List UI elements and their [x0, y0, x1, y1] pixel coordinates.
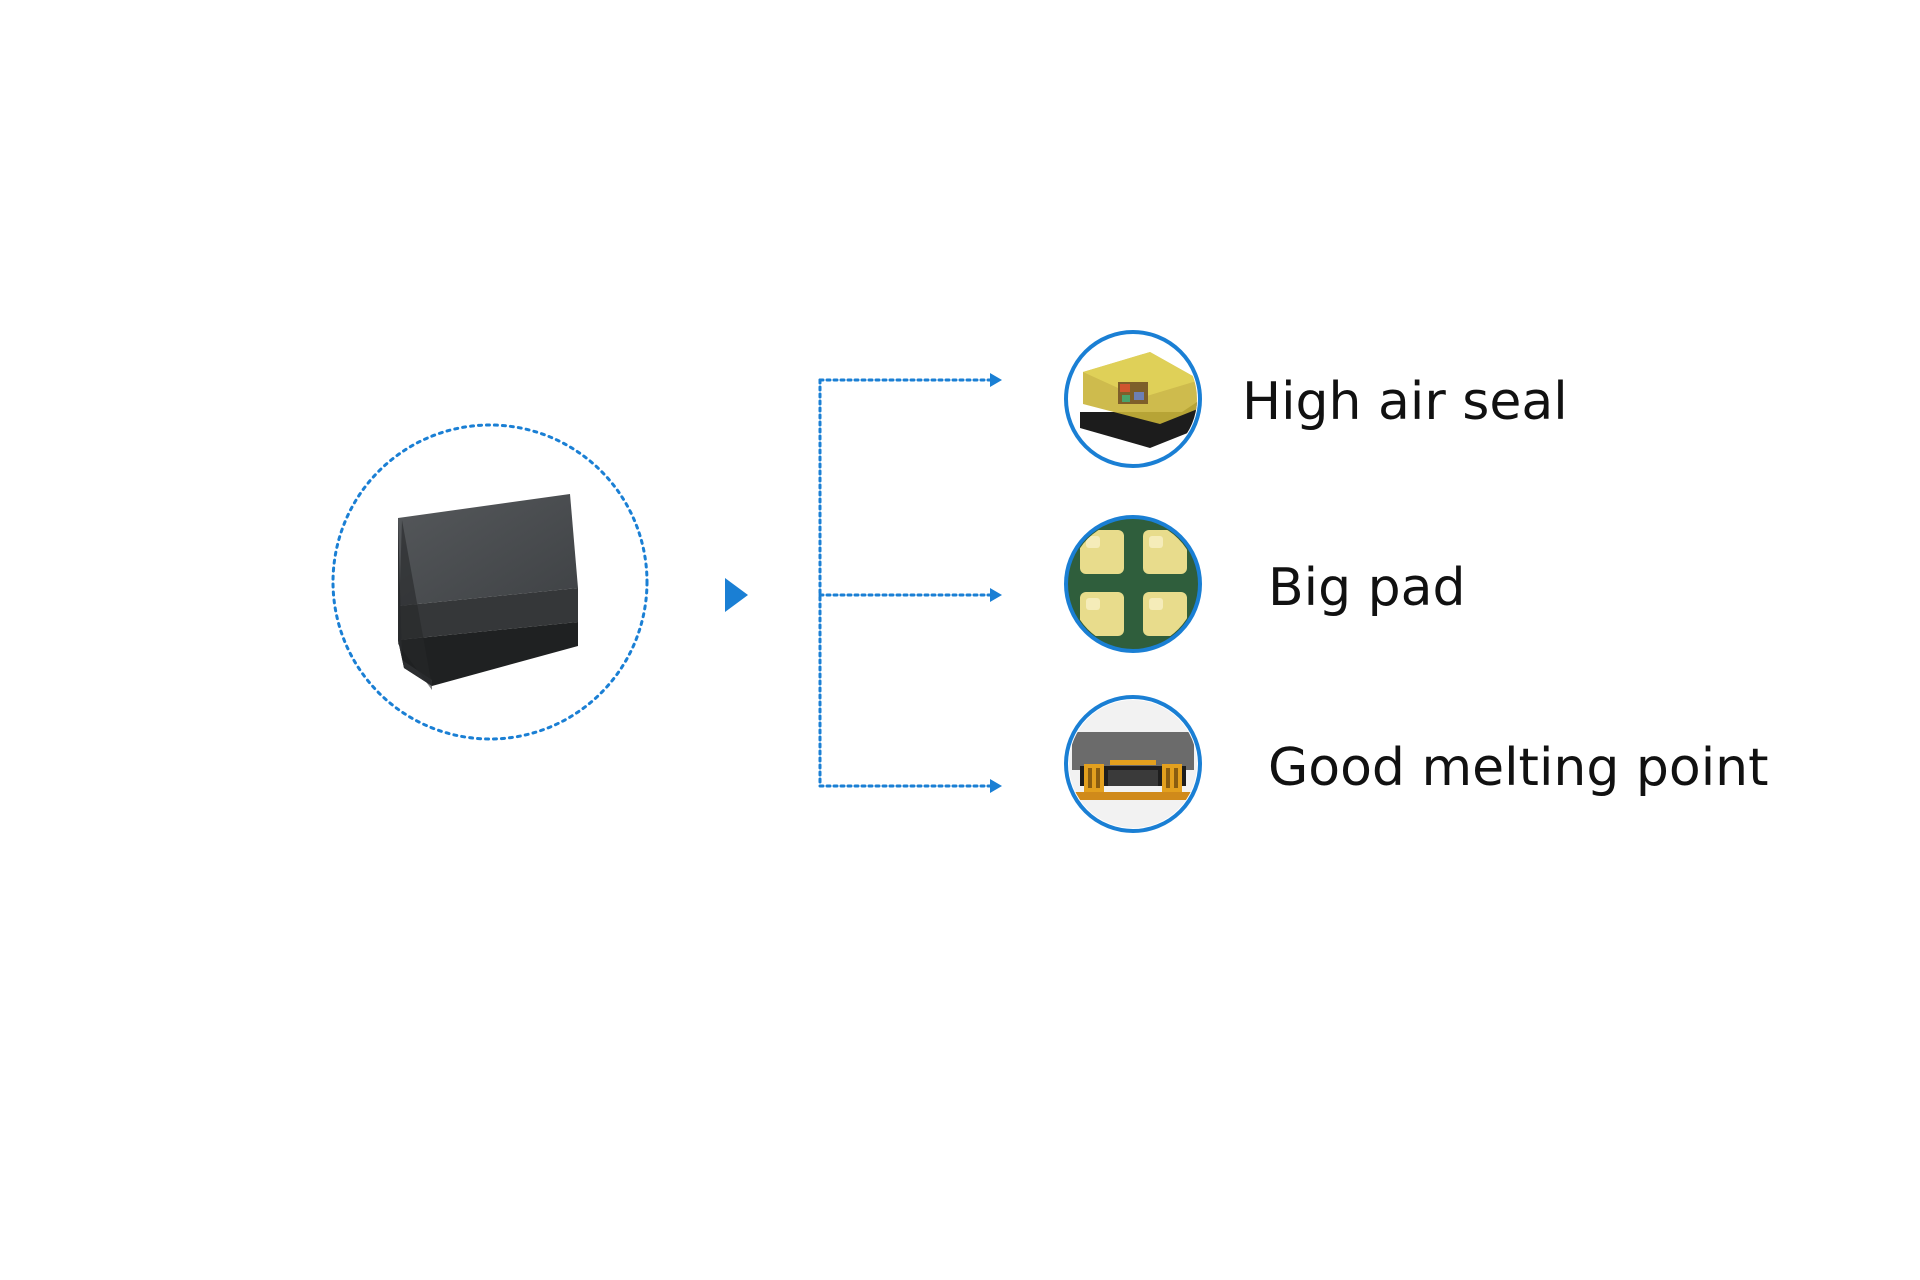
four-pad-icon: [1064, 515, 1202, 653]
branch-connectors: [818, 378, 992, 788]
sealed-package-icon: [1064, 330, 1202, 468]
chip-package-icon: [398, 494, 578, 690]
dotted-circle: [331, 423, 649, 741]
source-component: [331, 423, 649, 741]
solder-joint-icon: [1064, 695, 1202, 833]
feature-label-big-pad: Big pad: [1268, 558, 1466, 618]
arrowhead-2: [990, 588, 1002, 602]
arrowhead-3: [990, 779, 1002, 793]
feature-label-high-air-seal: High air seal: [1242, 372, 1568, 432]
feature-label-good-melting-point: Good melting point: [1268, 738, 1769, 798]
arrowheads: [990, 373, 1002, 793]
triangle-right-icon: [725, 578, 748, 612]
arrowhead-1: [990, 373, 1002, 387]
